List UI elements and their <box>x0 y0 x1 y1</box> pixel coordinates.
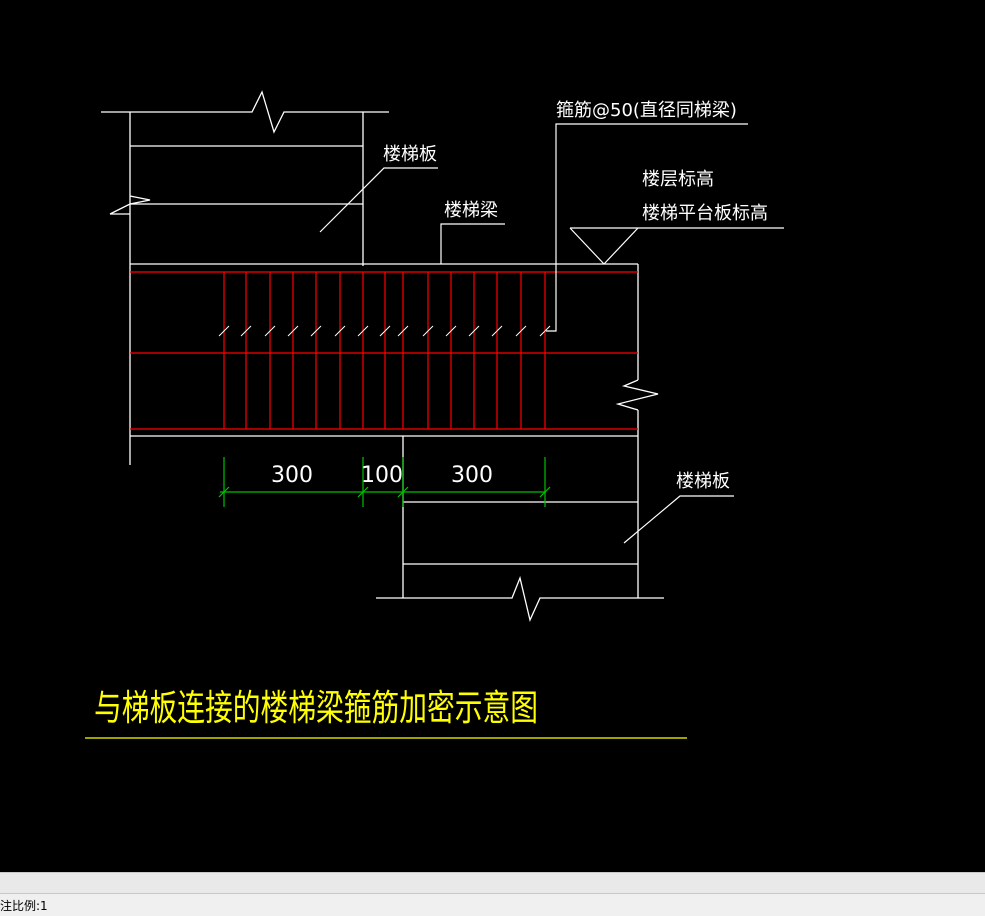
leader-lines <box>319 123 784 544</box>
dimension-lines <box>218 457 551 507</box>
floor-elevation-label: 楼层标高 <box>642 169 714 190</box>
stirrup-tick-9 <box>397 325 409 337</box>
platform-elevation-label: 楼梯平台板标高 <box>642 203 768 224</box>
stirrup-tick-7 <box>357 325 369 337</box>
stirrup-ticks <box>218 325 551 337</box>
stirrup-tick-5 <box>310 325 322 337</box>
densified-stirrups <box>223 272 546 429</box>
stirrup-note-label: 箍筋@50(直径同梯梁) <box>556 100 737 121</box>
stirrup-tick-14 <box>515 325 527 337</box>
status-bar: 注比例:1 <box>0 872 985 916</box>
dimension-right: 300 <box>451 463 493 488</box>
status-strip <box>0 873 985 894</box>
dimension-left: 300 <box>271 463 313 488</box>
dimension-middle: 100 <box>361 463 403 488</box>
stair-beam-label: 楼梯梁 <box>444 200 498 221</box>
beam-rebar <box>130 271 638 430</box>
stirrup-tick-6 <box>334 325 346 337</box>
stirrup-tick-12 <box>468 325 480 337</box>
stirrup-tick-11 <box>445 325 457 337</box>
stair-slab-label-top: 楼梯板 <box>383 144 437 165</box>
drawing-title: 与梯板连接的楼梯梁箍筋加密示意图 <box>94 688 538 729</box>
stirrup-tick-10 <box>422 325 434 337</box>
stirrup-tick-15 <box>539 325 551 337</box>
stirrup-tick-4 <box>287 325 299 337</box>
upper-stair-slab <box>101 90 389 266</box>
stirrup-tick-3 <box>264 325 276 337</box>
stair-beam-outline <box>129 263 659 598</box>
stair-slab-label-bottom: 楼梯板 <box>676 471 730 492</box>
drawing-canvas[interactable]: 300 100 300 箍筋@50(直径同梯梁) 楼梯板 楼梯梁 楼层标高 楼梯… <box>0 0 985 872</box>
stirrup-tick-1 <box>218 325 230 337</box>
stirrup-tick-13 <box>491 325 503 337</box>
stirrup-tick-8 <box>379 325 391 337</box>
stirrup-tick-2 <box>240 325 252 337</box>
annotation-scale-text: 注比例:1 <box>0 899 48 913</box>
lower-stair-slab <box>376 436 664 622</box>
